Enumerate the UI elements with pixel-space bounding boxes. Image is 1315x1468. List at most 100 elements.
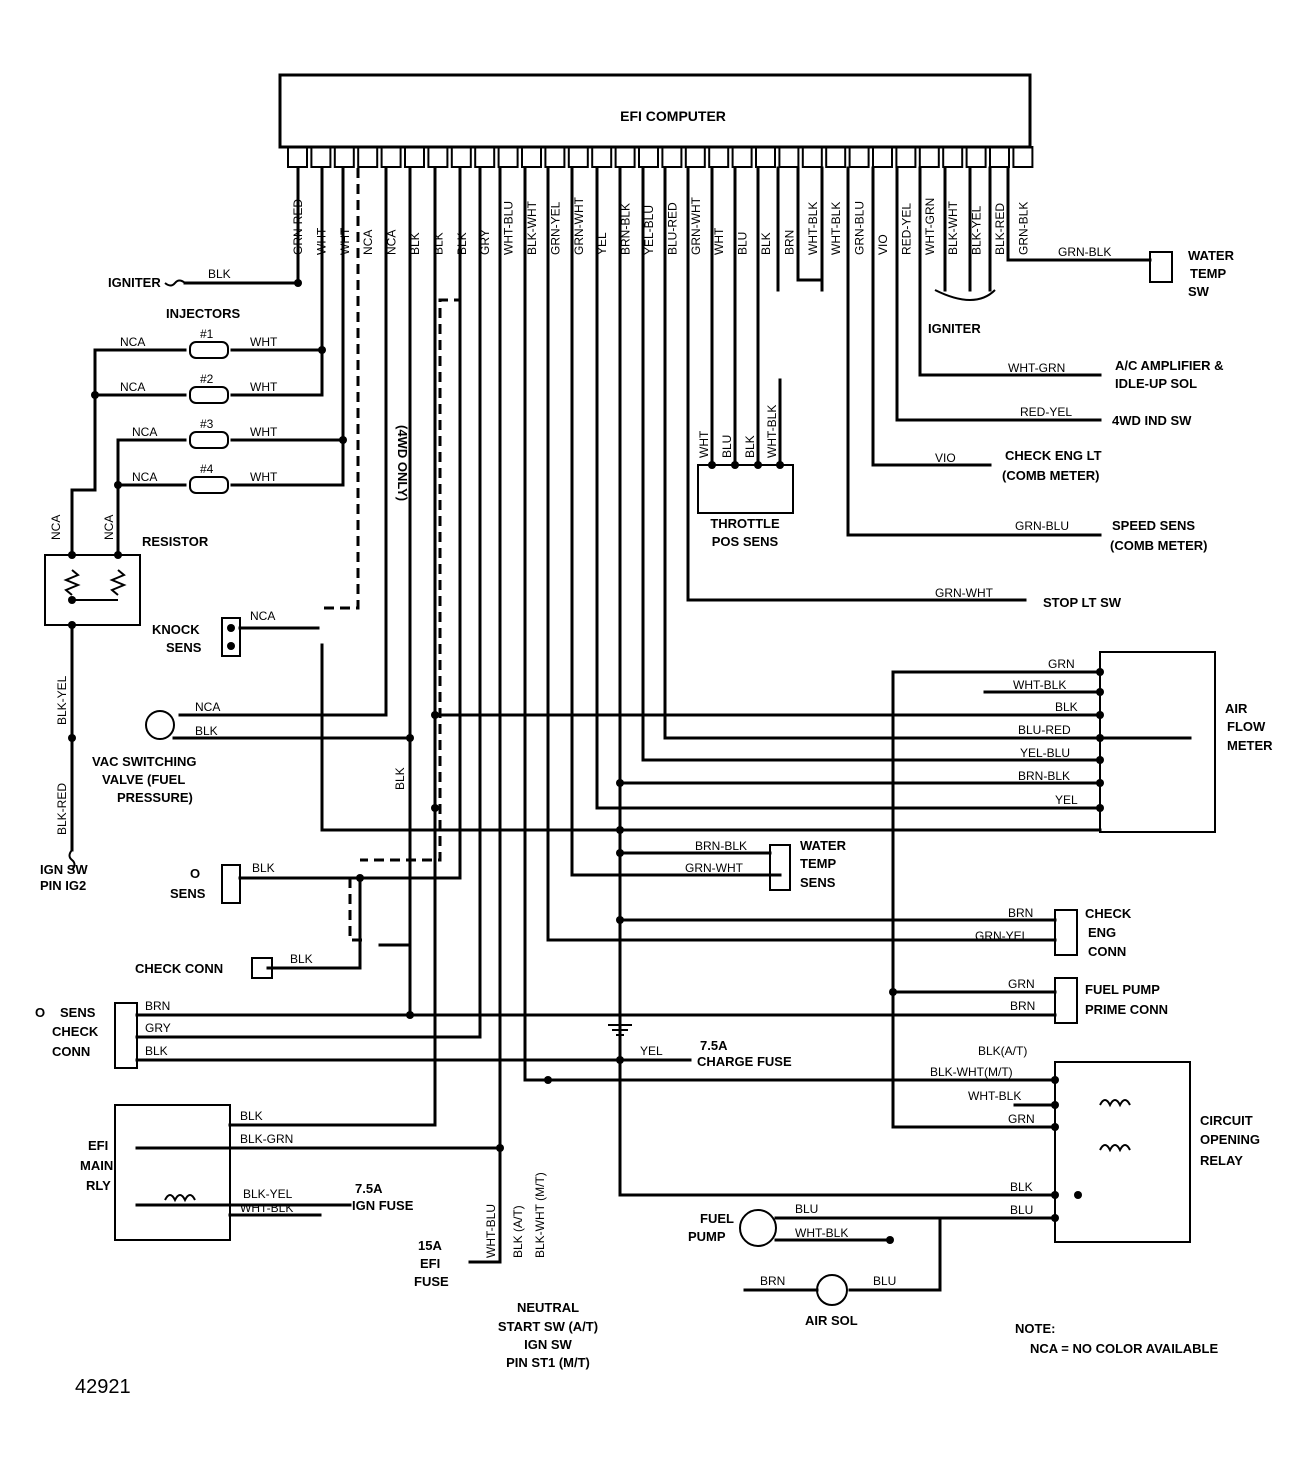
wire-label: BLK [195, 724, 218, 738]
efi-fuse-label-3: FUSE [414, 1274, 449, 1289]
pin-label: BLU-RED [665, 202, 679, 255]
wire-label: BLK-RED [55, 783, 69, 835]
wire-label: BLK [252, 861, 275, 875]
connector-pin [544, 146, 566, 168]
pin-label: WHT-BLU [502, 201, 516, 255]
ign-ig2-label-1: IGN SW [40, 862, 88, 877]
efi-computer-title: EFI COMPUTER [620, 108, 726, 124]
afm-label-3: METER [1227, 738, 1273, 753]
connector-pin [942, 146, 964, 168]
wire-label: GRN-WHT [935, 586, 994, 600]
fuel-pump-label-2: PUMP [688, 1229, 726, 1244]
connector-pin [731, 146, 753, 168]
knock-sens-label-2: SENS [166, 640, 202, 655]
wire-label: BLK-YEL [243, 1187, 293, 1201]
speed-sens-label-1: SPEED SENS [1112, 518, 1195, 533]
wire-label: NCA [49, 515, 63, 540]
connector-pin [848, 146, 870, 168]
fuel-pump-label-1: FUEL [700, 1211, 734, 1226]
pin-label: BRN [782, 230, 796, 255]
wire-label: BLK-YEL [55, 675, 69, 725]
wire-labels: BLK NCA WHT NCA WHT NCA WHT NCA WHT NCA … [49, 245, 1111, 1288]
o2-check-label-2: SENS [60, 1005, 96, 1020]
wire-label: GRN [1008, 977, 1035, 991]
wire-label: BLU [1010, 1203, 1033, 1217]
note-title: NOTE: [1015, 1321, 1055, 1336]
connector-pin [755, 146, 776, 168]
wire-label: GRN [1008, 1112, 1035, 1126]
vac-label-1: VAC SWITCHING [92, 754, 196, 769]
figure-id: 42921 [75, 1376, 131, 1398]
wire-label: WHT-BLK [968, 1089, 1021, 1103]
pin-label: BLK-WHT [946, 200, 960, 255]
ac-amp-label-1: A/C AMPLIFIER & [1115, 358, 1224, 373]
connector-pin [989, 146, 1010, 168]
pin-label: BLK [455, 232, 469, 255]
wire-label: NCA [132, 425, 157, 439]
wire-label: NCA [250, 609, 275, 623]
wire-label: GRN-BLU [1015, 519, 1069, 533]
pin-label: BLK [759, 232, 773, 255]
wire-label: GRY [145, 1021, 171, 1035]
connector-pin [825, 146, 847, 168]
wire-label: BLU [720, 435, 734, 458]
junctions [68, 279, 1104, 1244]
efi-rly-label-1: EFI [88, 1138, 108, 1153]
wire-label: BLK (A/T) [511, 1205, 525, 1258]
wire-label: NCA [102, 515, 116, 540]
efi-fuse-label-1: 15A [418, 1238, 442, 1253]
cec-label-1: CHECK [1085, 906, 1132, 921]
wire-label: BLK [743, 435, 757, 458]
water-temp-sw-label-3: SW [1188, 284, 1210, 299]
wire-label: WHT-BLK [765, 405, 779, 458]
neutral-label-1: NEUTRAL [517, 1300, 579, 1315]
neutral-label-2: START SW (A/T) [498, 1319, 598, 1334]
stop-lt-sw-label: STOP LT SW [1043, 595, 1122, 610]
efi-fuse-label-2: EFI [420, 1256, 440, 1271]
inj4-label: #4 [200, 462, 214, 476]
connector-pin [404, 146, 425, 168]
pin-label: VIO [876, 234, 890, 255]
pin-label: GRN-WHT [689, 196, 703, 255]
wire-label: NCA [195, 700, 220, 714]
pin-label: WHT [712, 227, 726, 255]
charge-fuse-label-1: 7.5A [700, 1038, 728, 1053]
connector-pin [801, 146, 823, 168]
inj2-label: #2 [200, 372, 214, 386]
cor-label-3: RELAY [1200, 1153, 1243, 1168]
pin-label: GRN-WHT [572, 196, 586, 255]
wire-label: NCA [132, 470, 157, 484]
injectors-label: INJECTORS [166, 306, 240, 321]
efi-rly-label-3: RLY [86, 1178, 111, 1193]
o2-sens-label-1: O [190, 866, 200, 881]
wire-label: WHT [250, 380, 278, 394]
vac-label-3: PRESSURE) [117, 790, 193, 805]
pin-label: GRY [478, 229, 492, 255]
inj1-label: #1 [200, 327, 214, 341]
pin-label: WHT [338, 227, 352, 255]
wire-label: BRN [760, 1274, 785, 1288]
pin-label: NCA [385, 230, 399, 255]
wire-label: BLK [240, 1109, 263, 1123]
igniter-left-label: IGNITER [108, 275, 161, 290]
wire-label: BLK [145, 1044, 168, 1058]
check-eng-lt-label-1: CHECK ENG LT [1005, 448, 1102, 463]
connector-pin [638, 146, 659, 168]
connector-pin [567, 146, 589, 168]
o2-sens-label-2: SENS [170, 886, 206, 901]
pin-label: BLK-WHT [525, 200, 539, 255]
wire-label: WHT-GRN [1008, 361, 1065, 375]
wire-label: BLU [873, 1274, 896, 1288]
wire-label: BRN-BLK [695, 839, 747, 853]
o2-check-label-1: O [35, 1005, 45, 1020]
pin-label: GRN-YEL [548, 201, 562, 255]
pin-label: RED-YEL [899, 203, 913, 255]
connector-pin [357, 146, 379, 168]
connector-pin [895, 146, 917, 168]
note-text: NCA = NO COLOR AVAILABLE [1030, 1341, 1218, 1356]
connector-pin [591, 146, 613, 168]
wire-label: BLU [795, 1202, 818, 1216]
wire-label: YEL [640, 1044, 663, 1058]
